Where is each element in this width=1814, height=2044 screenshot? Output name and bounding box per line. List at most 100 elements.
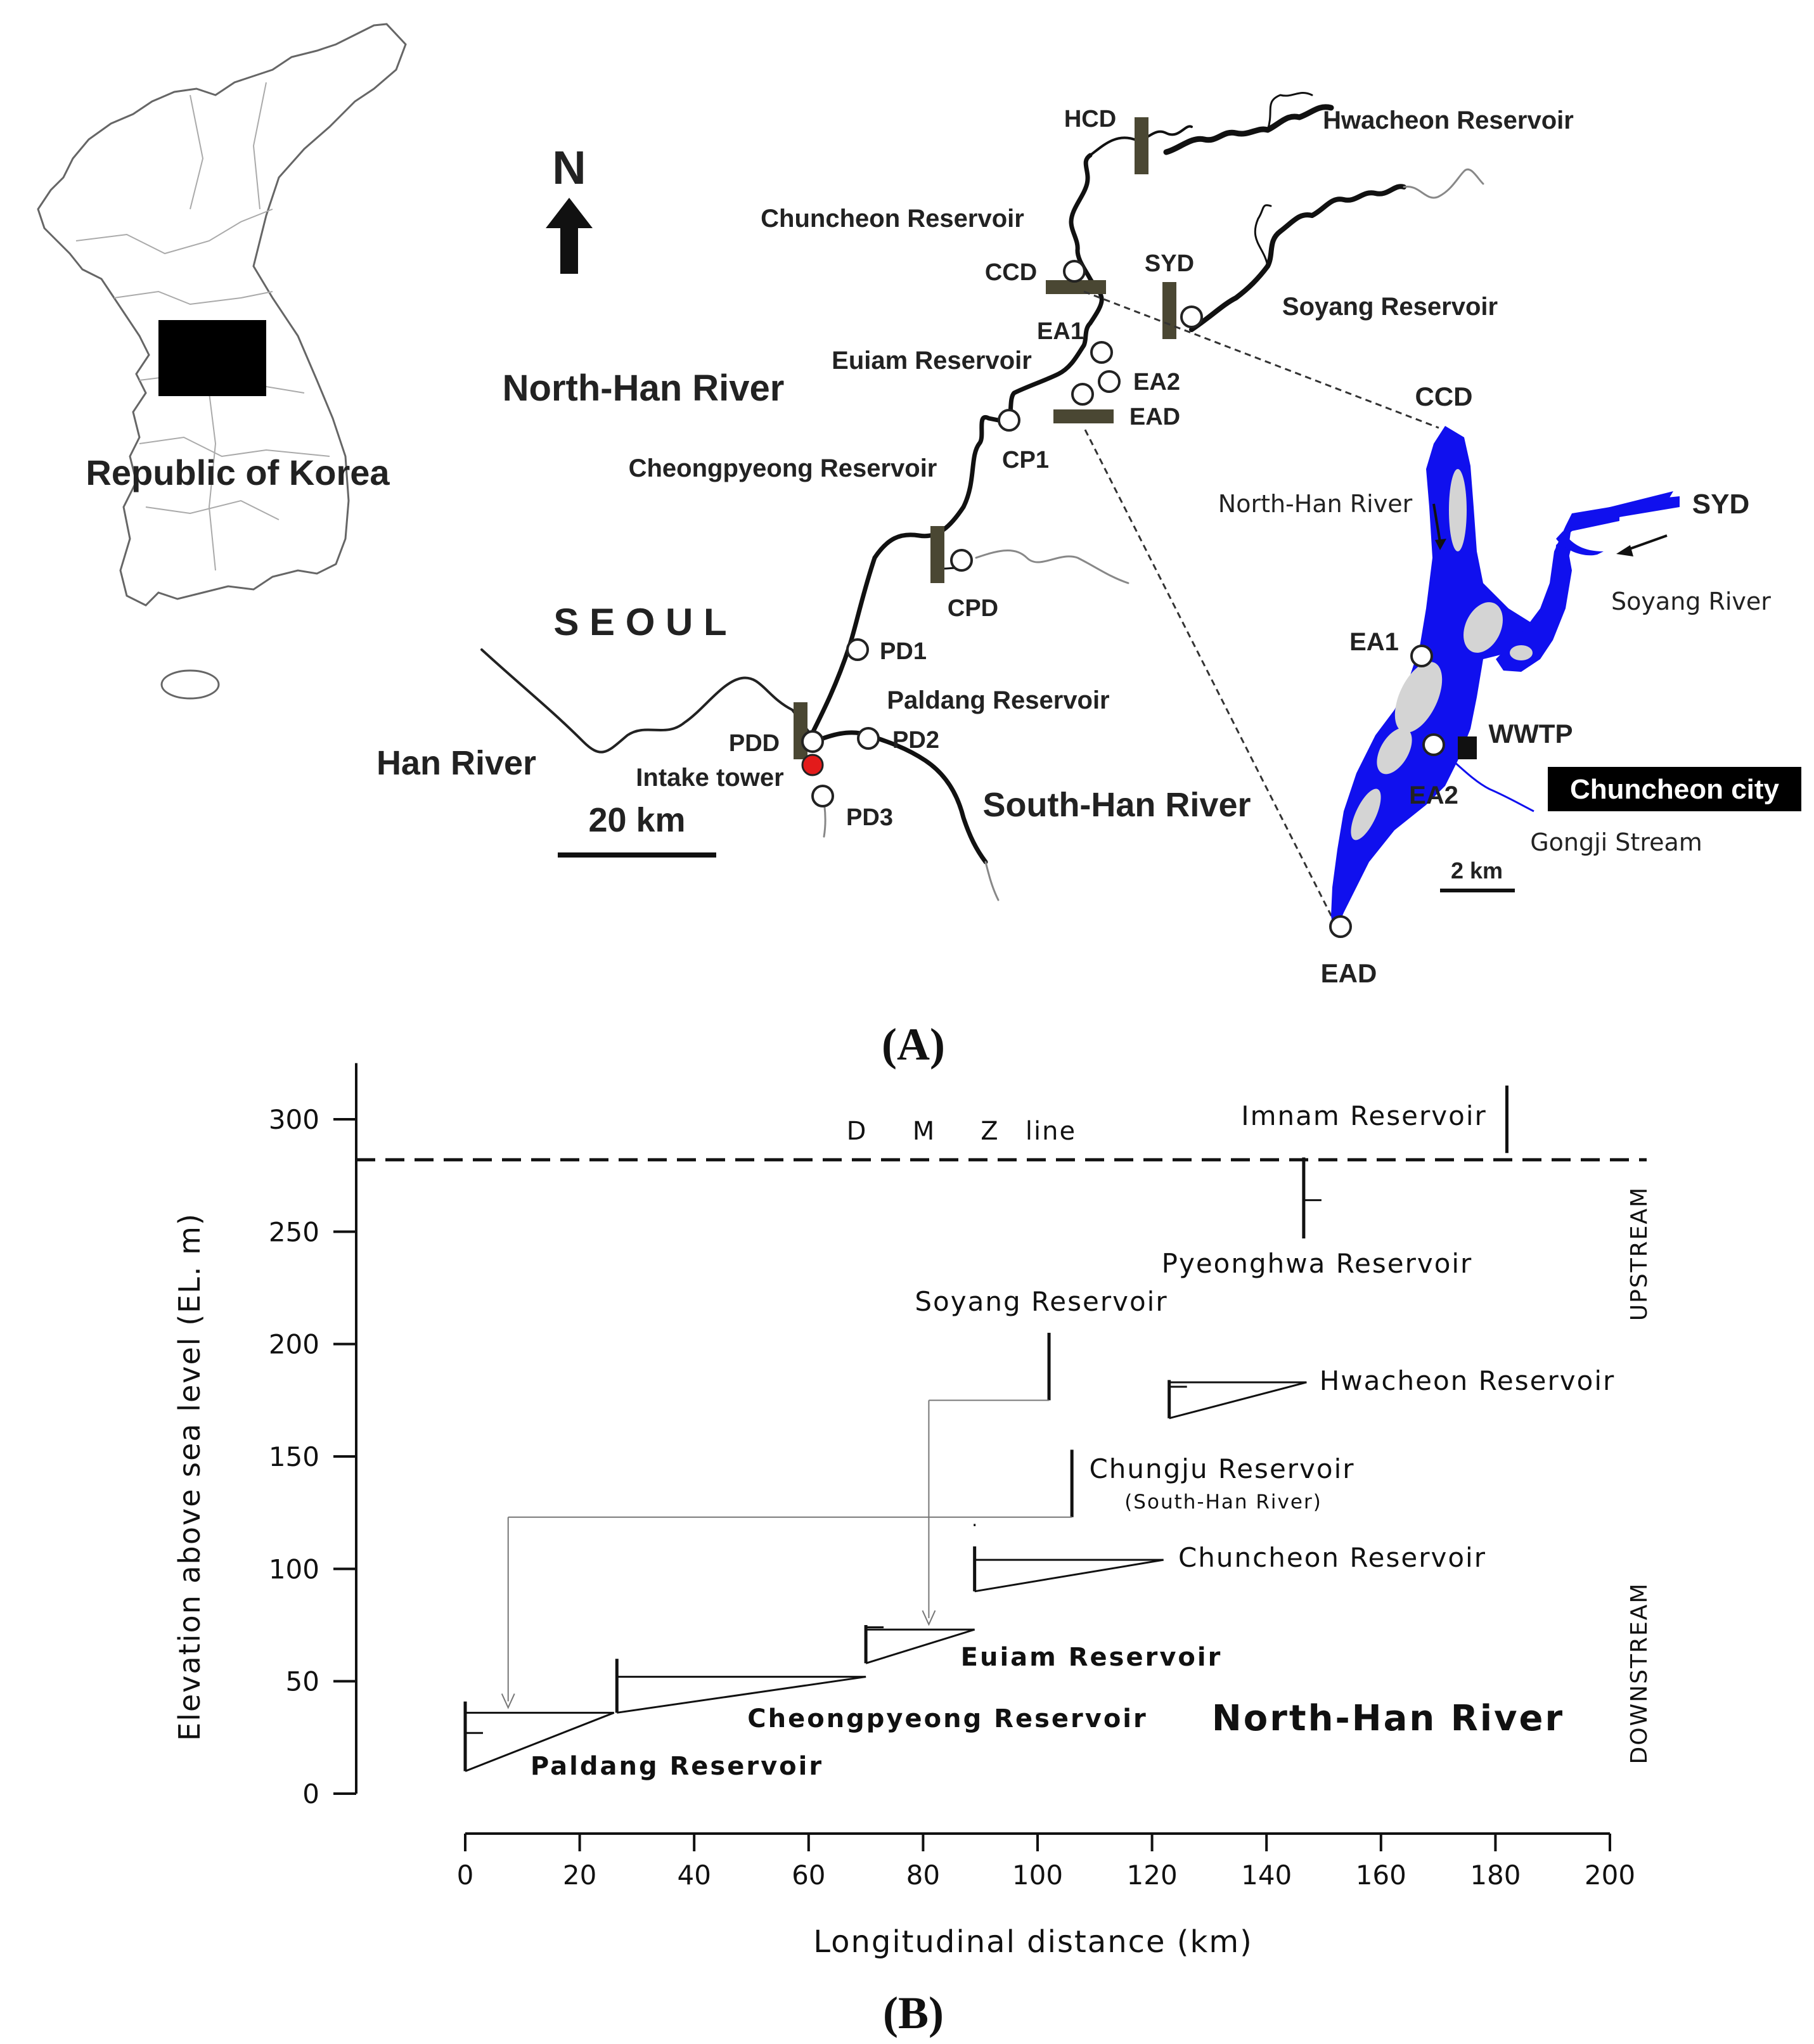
label-euiam-reservoir-profile: Euiam Reservoir [961,1643,1223,1672]
river-bed-0 [465,1711,615,1772]
inset-islands [1351,469,1533,840]
scale-bar-20km: 20 km [558,801,716,858]
dmz-letter-m: M [913,1117,936,1146]
reservoir-profile-0 [463,1701,615,1772]
panel-a-map: Republic of Korea N [37,23,1801,1070]
label-hwacheon-reservoir-profile: Hwacheon Reservoir [1320,1365,1616,1396]
inset-label-wwtp: WWTP [1489,719,1573,749]
dam-ead [1053,409,1114,423]
label-pyeonghwa-reservoir: Pyeonghwa Reservoir [1162,1248,1473,1279]
label-pd3: PD3 [846,804,893,831]
x-tick-label-2: 40 [677,1860,711,1891]
stations [801,260,1203,807]
hwacheon-reservoir-shape [1163,104,1334,155]
label-chuncheon-reservoir-profile: Chuncheon Reservoir [1178,1542,1486,1573]
label-paldang-reservoir-profile: Paldang Reservoir [531,1752,823,1781]
label-intake-tower: Intake tower [636,764,783,792]
label-han-river: Han River [376,744,536,782]
inset-label-chuncheon-city: Chuncheon city [1570,774,1780,805]
inset-flow-arrow-north-han [1432,503,1441,543]
inset-label-north-han-river: North-Han River [1218,490,1413,518]
north-han-river-line [809,153,1104,738]
x-tick-label-4: 80 [906,1860,940,1891]
x-tick-label-1: 20 [563,1860,596,1891]
label-ea2: EA2 [1133,369,1180,395]
label-cheongpyeong-reservoir-profile: Cheongpyeong Reservoir [747,1704,1148,1733]
inset-wwtp-marker [1458,736,1477,759]
dam-syd [1162,282,1176,339]
inflow-arrow-icon-6 [501,1693,515,1709]
north-arrow-icon [546,198,593,274]
station-pdd [801,730,824,753]
y-tick-label-2: 100 [269,1553,319,1584]
reservoir-profile-6 [501,1449,1074,1709]
label-chungju-note: (South-Han River) [1124,1491,1322,1514]
x-tick-label-9: 180 [1470,1860,1521,1891]
inset-label-ea2: EA2 [1409,781,1458,809]
label-cp1: CP1 [1002,447,1049,473]
x-tick-label-6: 120 [1127,1860,1178,1891]
reservoir-profile-1 [615,1659,866,1714]
jeju-island [160,669,220,700]
y-tick-label-3: 150 [269,1441,319,1472]
scale-bar-20km-label: 20 km [588,801,685,839]
label-north-han-river: North-Han River [503,368,785,409]
inset-station-ead [1329,915,1352,938]
y-tick-label-5: 250 [269,1216,319,1247]
korea-peninsula-outline [37,23,407,607]
x-axis-title: Longitudinal distance (km) [813,1924,1253,1960]
north-arrow: N [546,141,593,274]
x-tick-label-0: 0 [457,1860,474,1891]
station-pd2 [857,727,880,750]
inset-label-ccd: CCD [1415,382,1473,411]
y-tick-label-4: 200 [269,1329,319,1360]
zoom-connector-lines [1083,290,1439,926]
label-cpd: CPD [948,595,998,622]
station-cp1 [998,409,1020,432]
river-bed-4 [1169,1381,1307,1420]
station-ccd [1063,260,1086,283]
river-bed-1 [617,1676,866,1714]
map-point-labels: HCD CCD SYD EAD CPD PDD EA1 EA2 CP1 PD1 … [729,106,1194,831]
label-upstream: UPSTREAM [1626,1186,1652,1321]
inset-water-body [1331,426,1673,935]
station-cpd [950,549,973,572]
inset-gongji-stream [1433,743,1534,813]
intake-tower-marker [801,754,824,776]
north-arrow-label: N [552,141,586,194]
euiam-detail-inset: CCD SYD EAD North-Han River Soyang River… [1218,382,1801,988]
inset-soyang-river-channel [1496,536,1572,672]
reservoir-profile-5 [922,1332,1051,1626]
x-tick-label-7: 140 [1241,1860,1292,1891]
inset-label-gongji-stream: Gongji Stream [1530,828,1702,856]
label-pd1: PD1 [880,638,927,665]
inset-label-syd: SYD [1692,489,1749,520]
dam-ccd [1046,280,1106,294]
x-tick-label-5: 100 [1012,1860,1063,1891]
dam-pdd [794,702,807,759]
soyang-reservoir-shape [1189,184,1406,332]
y-axis-title: Elevation above sea level (EL. m) [172,1212,207,1741]
station-syd [1180,305,1203,328]
x-tick-label-8: 160 [1356,1860,1406,1891]
label-ccd: CCD [985,259,1037,286]
reservoir-profile-3 [973,1546,1164,1593]
label-pdd: PDD [729,730,780,757]
station-pd1 [846,638,869,661]
south-han-river-line [812,730,988,865]
river-bed-2 [865,1628,975,1664]
label-pd2: PD2 [892,727,939,754]
profile-marks [356,1085,1647,1772]
panel-b-caption: (B) [883,1988,944,2038]
dam-cpd [930,526,944,583]
river-bed-3 [974,1559,1164,1593]
inset-station-ea2 [1422,733,1445,756]
dmz-letter-d: D [847,1117,868,1146]
inset-label-ead: EAD [1321,958,1377,988]
station-ead [1071,383,1094,406]
station-pd3 [811,785,834,807]
x-tick-label-3: 60 [792,1860,825,1891]
label-hwacheon-reservoir: Hwacheon Reservoir [1323,106,1574,134]
